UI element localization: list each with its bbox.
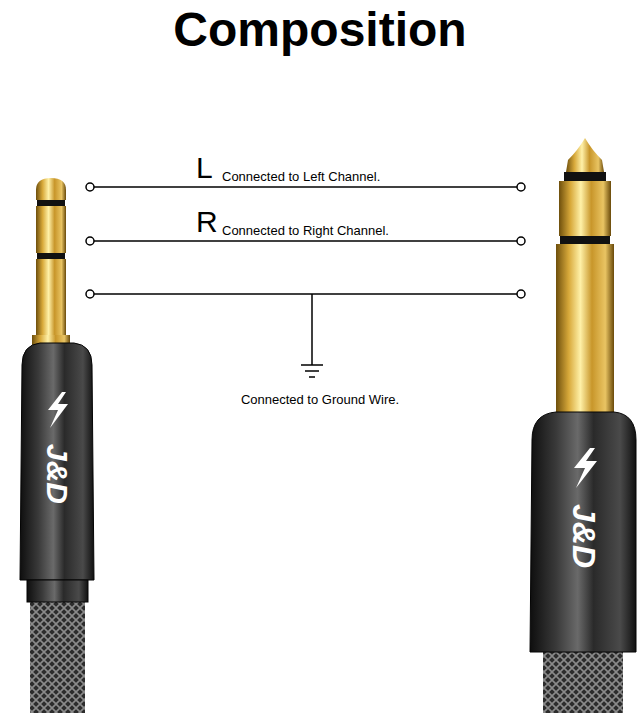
lightning-logo [48, 392, 68, 428]
mini-jack-plug [20, 178, 94, 713]
lightning-logo [574, 448, 597, 488]
channel-note: Connected to Right Channel. [222, 224, 389, 237]
brand-logo: J&D [42, 444, 72, 504]
braided-cable [543, 650, 623, 713]
ground-note: Connected to Ground Wire. [241, 393, 399, 406]
ground-symbol [301, 294, 323, 377]
channel-letter: R [196, 207, 218, 237]
title: Composition [173, 6, 466, 54]
channel-note: Connected to Left Channel. [222, 170, 380, 183]
signal-wires [86, 183, 525, 298]
braided-cable [30, 600, 85, 713]
channel-letter: L [196, 153, 213, 183]
quarter-inch-plug [530, 138, 636, 713]
brand-logo: J&D [568, 504, 600, 568]
